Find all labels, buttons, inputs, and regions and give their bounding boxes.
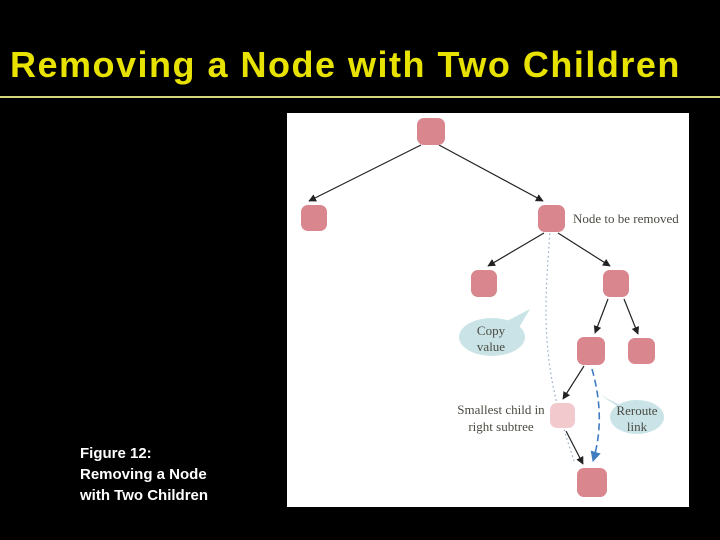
figure-panel: Copy value Reroute link Node to be remov…: [287, 113, 689, 507]
reroute-label-line1: Reroute: [616, 403, 657, 418]
edge-root-right: [438, 144, 544, 202]
edge-to-smallest-child: [562, 365, 585, 400]
title-underline: [0, 96, 720, 98]
edge-right-subtree-right: [623, 298, 640, 335]
tree-node-smallest-child: [550, 403, 575, 428]
edge-smallest-to-bottom: [565, 430, 584, 465]
caption-line-2: Removing a Node: [80, 466, 207, 483]
tree-node-bottom: [577, 468, 607, 497]
reroute-bubble-body: [610, 400, 664, 434]
reroute-link-dashed-path: [590, 368, 601, 462]
slide-title: Removing a Node with Two Children: [10, 44, 681, 85]
smallest-child-label-line1: Smallest child in: [457, 402, 545, 417]
reroute-label-line2: link: [627, 419, 648, 434]
tree-node-root: [417, 118, 445, 145]
caption-line-3: with Two Children: [80, 487, 209, 504]
tree-edges: [308, 144, 640, 465]
tree-node-to-be-removed: [538, 205, 565, 232]
edge-right-subtree-left: [593, 298, 609, 334]
tree-node-left-child: [301, 205, 327, 231]
edge-root-left: [308, 144, 422, 202]
edge-removed-left: [487, 232, 545, 267]
copy-value-bubble-body: [459, 318, 525, 356]
smallest-child-label-line2: right subtree: [468, 419, 534, 434]
copy-value-label-line1: Copy: [477, 323, 506, 338]
caption-line-1: Figure 12:: [80, 445, 152, 462]
tree-diagram: Copy value Reroute link Node to be remov…: [301, 118, 679, 497]
figure-caption: Figure 12: Removing a Node with Two Chil…: [80, 443, 208, 506]
node-to-be-removed-label: Node to be removed: [573, 211, 679, 226]
edge-removed-right: [557, 232, 611, 267]
reroute-link-bubble: Reroute link: [600, 395, 664, 434]
tree-node-removed-right-child: [603, 270, 629, 297]
tree-node-removed-left-child: [471, 270, 497, 297]
copy-value-bubble: Copy value: [459, 309, 530, 356]
tree-node-subtree-right: [628, 338, 655, 364]
copy-value-label-line2: value: [477, 339, 505, 354]
tree-node-subtree-left: [577, 337, 605, 365]
